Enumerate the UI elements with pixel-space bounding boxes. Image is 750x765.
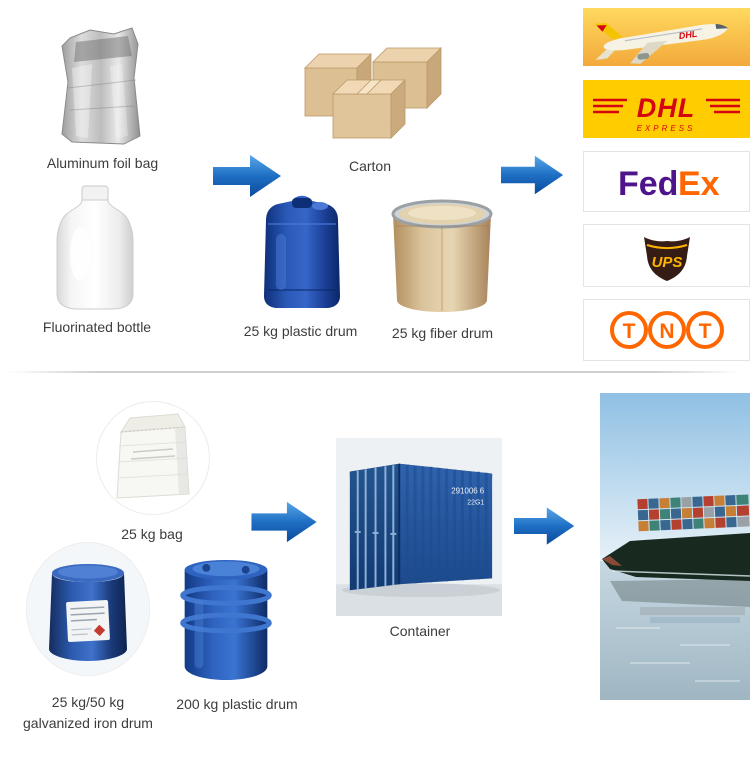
tnt-logo: T N T — [583, 299, 750, 361]
fiber-drum-25kg-image — [391, 199, 493, 312]
plastic-drum-25kg-label: 25 kg plastic drum — [243, 323, 358, 339]
dhl-tagline: EXPRESS — [637, 124, 696, 133]
aluminum-foil-bag-label: Aluminum foil bag — [46, 155, 159, 171]
container-door-rods — [354, 465, 397, 590]
ups-logo: UPS — [583, 224, 750, 287]
plane-fuselage-text: DHL — [678, 29, 698, 41]
container-image: 291006 6 22G1 — [336, 438, 502, 616]
section-divider — [8, 371, 742, 373]
flow-arrow-icon — [514, 507, 575, 545]
fluorinated-bottle-label: Fluorinated bottle — [42, 319, 152, 335]
bag-25kg-label: 25 kg bag — [121, 526, 183, 542]
tnt-ring-icon — [686, 311, 724, 349]
ship-containers — [637, 494, 750, 532]
iron-drum-label-sticker — [66, 600, 110, 642]
container-type-text: 22G1 — [467, 499, 484, 506]
carton-image — [304, 47, 442, 139]
ship-reflection — [610, 579, 750, 623]
fedex-wordmark-fed: Fed — [618, 165, 678, 203]
flow-arrow-icon — [501, 155, 564, 195]
flow-arrow-icon — [251, 501, 317, 543]
carton-label: Carton — [348, 158, 392, 174]
fluorinated-bottle-image — [56, 185, 134, 310]
tnt-letter: T — [623, 320, 636, 343]
ship-hull — [602, 533, 750, 581]
container-code-text: 291006 6 — [451, 486, 485, 495]
ship-image — [600, 393, 750, 700]
tnt-ring-icon — [648, 311, 686, 349]
aluminum-foil-bag-image — [61, 27, 141, 145]
container-label: Container — [389, 623, 451, 639]
dhl-logo: DHL EXPRESS — [583, 80, 750, 138]
dhl-wordmark: DHL — [637, 93, 696, 123]
iron-drum-label-line1: 25 kg/50 kg — [51, 694, 125, 710]
iron-drum-image — [26, 542, 150, 676]
fedex-wordmark-ex: Ex — [678, 165, 720, 203]
tnt-ring-icon — [610, 311, 648, 349]
ups-wordmark: UPS — [652, 254, 683, 271]
fedex-logo: Fed Ex — [583, 151, 750, 212]
flow-arrow-icon — [213, 155, 281, 197]
tnt-letter: N — [659, 320, 674, 343]
plastic-drum-200kg-image — [180, 559, 272, 681]
dhl-plane-image: DHL — [583, 8, 750, 66]
iron-drum-label: 25 kg/50 kg galvanized iron drum — [5, 692, 171, 734]
iron-drum-label-line2: galvanized iron drum — [23, 715, 153, 731]
bag-25kg-image — [96, 401, 210, 515]
tnt-letter: T — [699, 320, 712, 343]
plastic-drum-25kg-image — [264, 195, 340, 308]
dhl-stripes-icon — [593, 98, 740, 114]
fiber-drum-25kg-label: 25 kg fiber drum — [391, 325, 494, 341]
airplane-icon: DHL — [583, 8, 750, 66]
container-corrugation — [405, 464, 488, 584]
plastic-drum-200kg-label: 200 kg plastic drum — [176, 696, 298, 712]
